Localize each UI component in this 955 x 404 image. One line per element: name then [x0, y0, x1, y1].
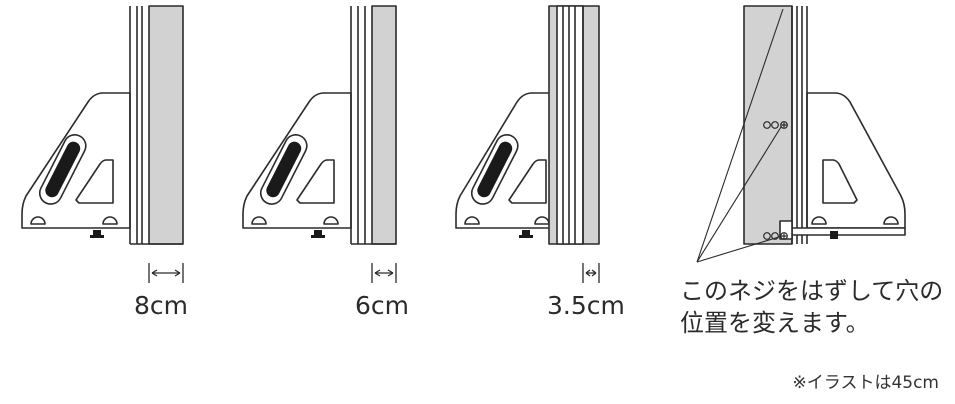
- figure-6cm: [242, 5, 397, 283]
- panel: [371, 5, 397, 245]
- grip-handle: [470, 134, 519, 205]
- figure-8cm: [21, 5, 184, 283]
- bracket-cutout: [508, 159, 547, 204]
- bracket-cutout: [296, 159, 335, 204]
- bracket-body: [806, 92, 906, 229]
- bolt-hole: [102, 216, 118, 225]
- instruction-line-2: 位置を変えます。: [680, 309, 870, 338]
- bolt-hole: [251, 216, 267, 225]
- dimension-marker: [148, 263, 184, 283]
- dimension-marker: [371, 263, 397, 283]
- panel: [148, 5, 184, 245]
- figure-screw-detail: [696, 5, 906, 263]
- support-bar: [791, 227, 906, 236]
- bolt-hole: [883, 216, 899, 225]
- adjust-screw: [830, 231, 838, 239]
- grip-handle: [38, 134, 87, 205]
- bolt-hole: [323, 216, 339, 225]
- width-label-6cm: 6cm: [355, 291, 410, 320]
- illustration-footnote: ※イラストは45cm: [792, 373, 939, 393]
- width-label-8cm: 8cm: [134, 291, 189, 320]
- adjust-screw: [522, 230, 530, 235]
- bracket-cutout: [822, 159, 858, 204]
- adjust-screw: [314, 230, 322, 235]
- width-label-3-5cm: 3.5cm: [547, 291, 625, 320]
- bolt-hole: [30, 216, 46, 225]
- grip-handle: [259, 134, 308, 205]
- instruction-text: このネジをはずして穴の 位置を変えます。: [680, 275, 943, 340]
- bracket-cutout: [75, 159, 114, 204]
- screw-holes-upper: [763, 121, 788, 129]
- figure-3-5cm: [455, 5, 600, 283]
- instruction-line-1: このネジをはずして穴の: [680, 277, 944, 305]
- bolt-hole: [464, 216, 480, 225]
- adjust-screw: [93, 230, 101, 235]
- dimension-marker: [582, 263, 600, 283]
- leader-lines: [696, 8, 784, 263]
- bolt-hole: [811, 216, 827, 225]
